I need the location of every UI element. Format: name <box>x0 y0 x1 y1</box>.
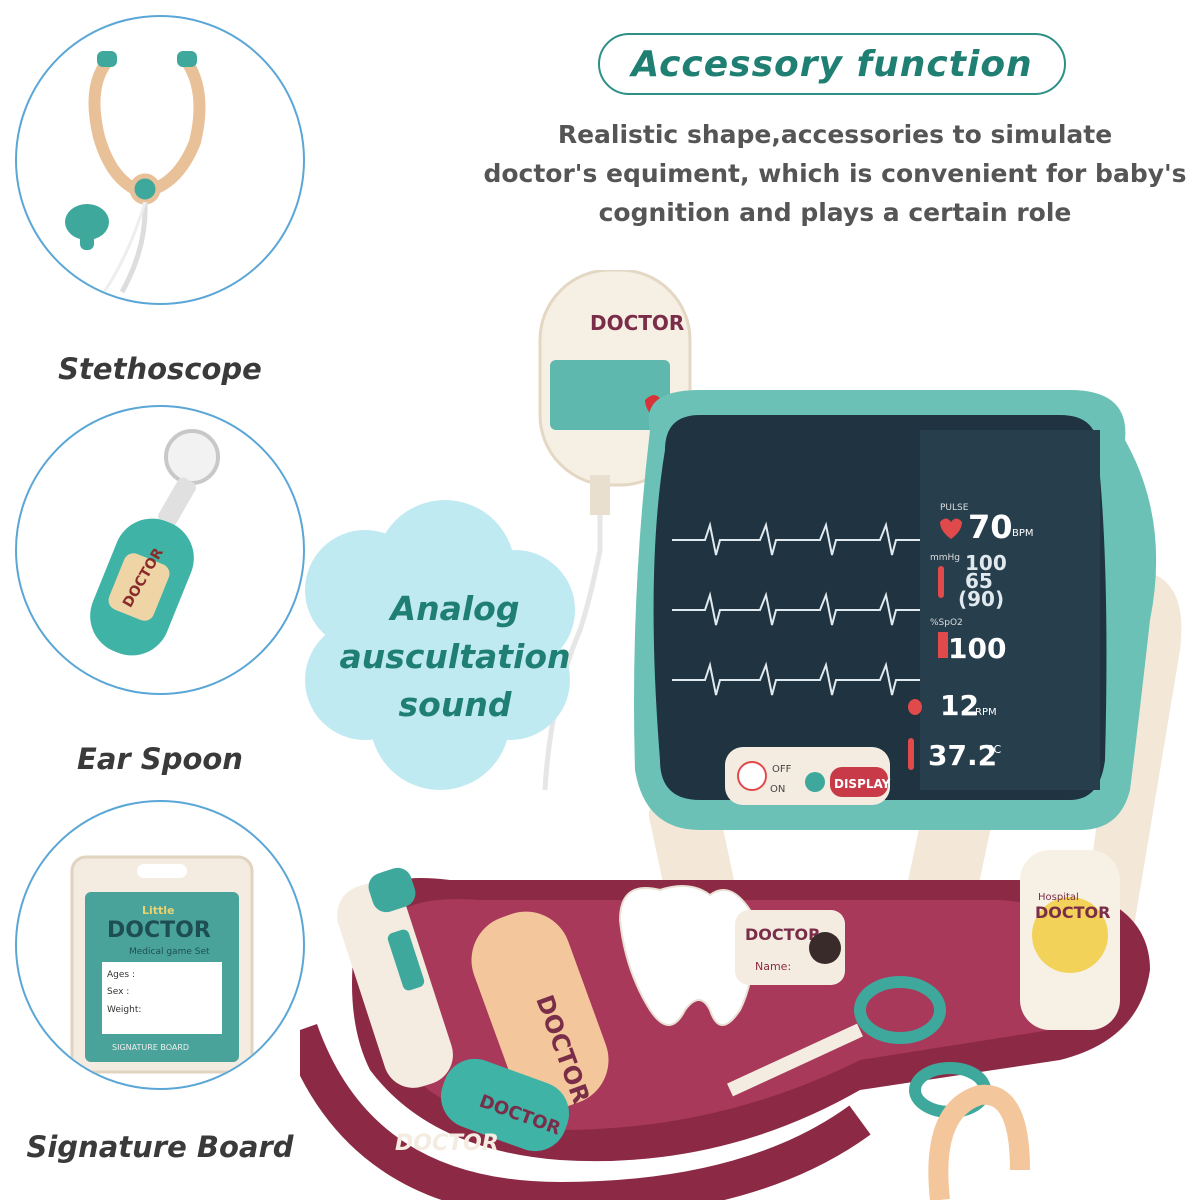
svg-text:Hospital: Hospital <box>1038 892 1079 903</box>
ear-spoon-label: Ear Spoon <box>77 742 243 776</box>
product-illustration: DOCTOR PULSE 70 BPM mmHg 100 65 (90) %Sp… <box>300 270 1182 1200</box>
svg-text:37.2: 37.2 <box>928 739 997 772</box>
sound-bubble-line: Analog <box>390 589 520 628</box>
ear-spoon-icon: DOCTOR <box>90 429 220 656</box>
stethoscope-label: Stethoscope <box>58 352 262 386</box>
svg-text:Sex :: Sex : <box>107 987 129 997</box>
svg-text:Weight:: Weight: <box>107 1005 141 1015</box>
svg-text:Little: Little <box>142 904 175 917</box>
svg-text:OFF: OFF <box>772 764 792 775</box>
svg-text:DOCTOR: DOCTOR <box>745 925 820 944</box>
svg-text:mmHg: mmHg <box>930 553 960 563</box>
sound-bubble-text: Analog auscultation sound <box>320 585 590 729</box>
hospital-bottle-icon: Hospital DOCTOR <box>1020 850 1120 1030</box>
description-line: doctor's equiment, which is convenient f… <box>483 159 1187 188</box>
description-line: Realistic shape,accessories to simulate <box>557 120 1113 149</box>
svg-text:DOCTOR: DOCTOR <box>590 311 684 335</box>
svg-text:RPM: RPM <box>975 707 997 718</box>
svg-text:DOCTOR: DOCTOR <box>107 918 211 943</box>
signature-board-icon: Little DOCTOR Medical game Set Ages : Se… <box>70 855 254 1074</box>
svg-text:(90): (90) <box>958 587 1004 611</box>
svg-text:Name:: Name: <box>755 960 791 973</box>
signature-board-label: Signature Board <box>26 1130 294 1164</box>
svg-text:DOCTOR: DOCTOR <box>395 1131 499 1156</box>
signature-board-panel: Little DOCTOR Medical game Set Ages : Se… <box>15 800 305 1090</box>
sound-bubble <box>305 500 575 790</box>
svg-text:%SpO2: %SpO2 <box>930 618 963 628</box>
svg-text:Ages :: Ages : <box>107 970 135 980</box>
page-title: Accessory function <box>598 33 1066 95</box>
svg-text:100: 100 <box>965 551 1007 575</box>
description: Realistic shape,accessories to simulate … <box>470 115 1200 232</box>
svg-text:70: 70 <box>968 508 1013 546</box>
ear-spoon-panel: DOCTOR <box>15 405 305 695</box>
svg-text:ON: ON <box>770 784 785 795</box>
stethoscope-icon <box>65 51 206 303</box>
svg-text:Medical game Set: Medical game Set <box>129 947 210 957</box>
stethoscope-panel <box>15 15 305 305</box>
svg-text:SIGNATURE BOARD: SIGNATURE BOARD <box>112 1043 189 1052</box>
svg-text:12: 12 <box>940 689 979 722</box>
svg-text:DOCTOR: DOCTOR <box>1035 903 1110 922</box>
svg-text:100: 100 <box>948 632 1006 665</box>
svg-text:65: 65 <box>965 569 993 593</box>
svg-text:PULSE: PULSE <box>940 503 969 513</box>
sound-bubble-line: sound <box>398 685 512 724</box>
svg-text:DISPLAY: DISPLAY <box>834 777 891 791</box>
sound-bubble-line: auscultation <box>339 637 571 676</box>
svg-text:BPM: BPM <box>1012 528 1034 539</box>
patient-monitor: PULSE 70 BPM mmHg 100 65 (90) %SpO2 100 … <box>634 390 1157 830</box>
svg-text:°C: °C <box>988 743 1002 756</box>
description-line: cognition and plays a certain role <box>598 198 1072 227</box>
